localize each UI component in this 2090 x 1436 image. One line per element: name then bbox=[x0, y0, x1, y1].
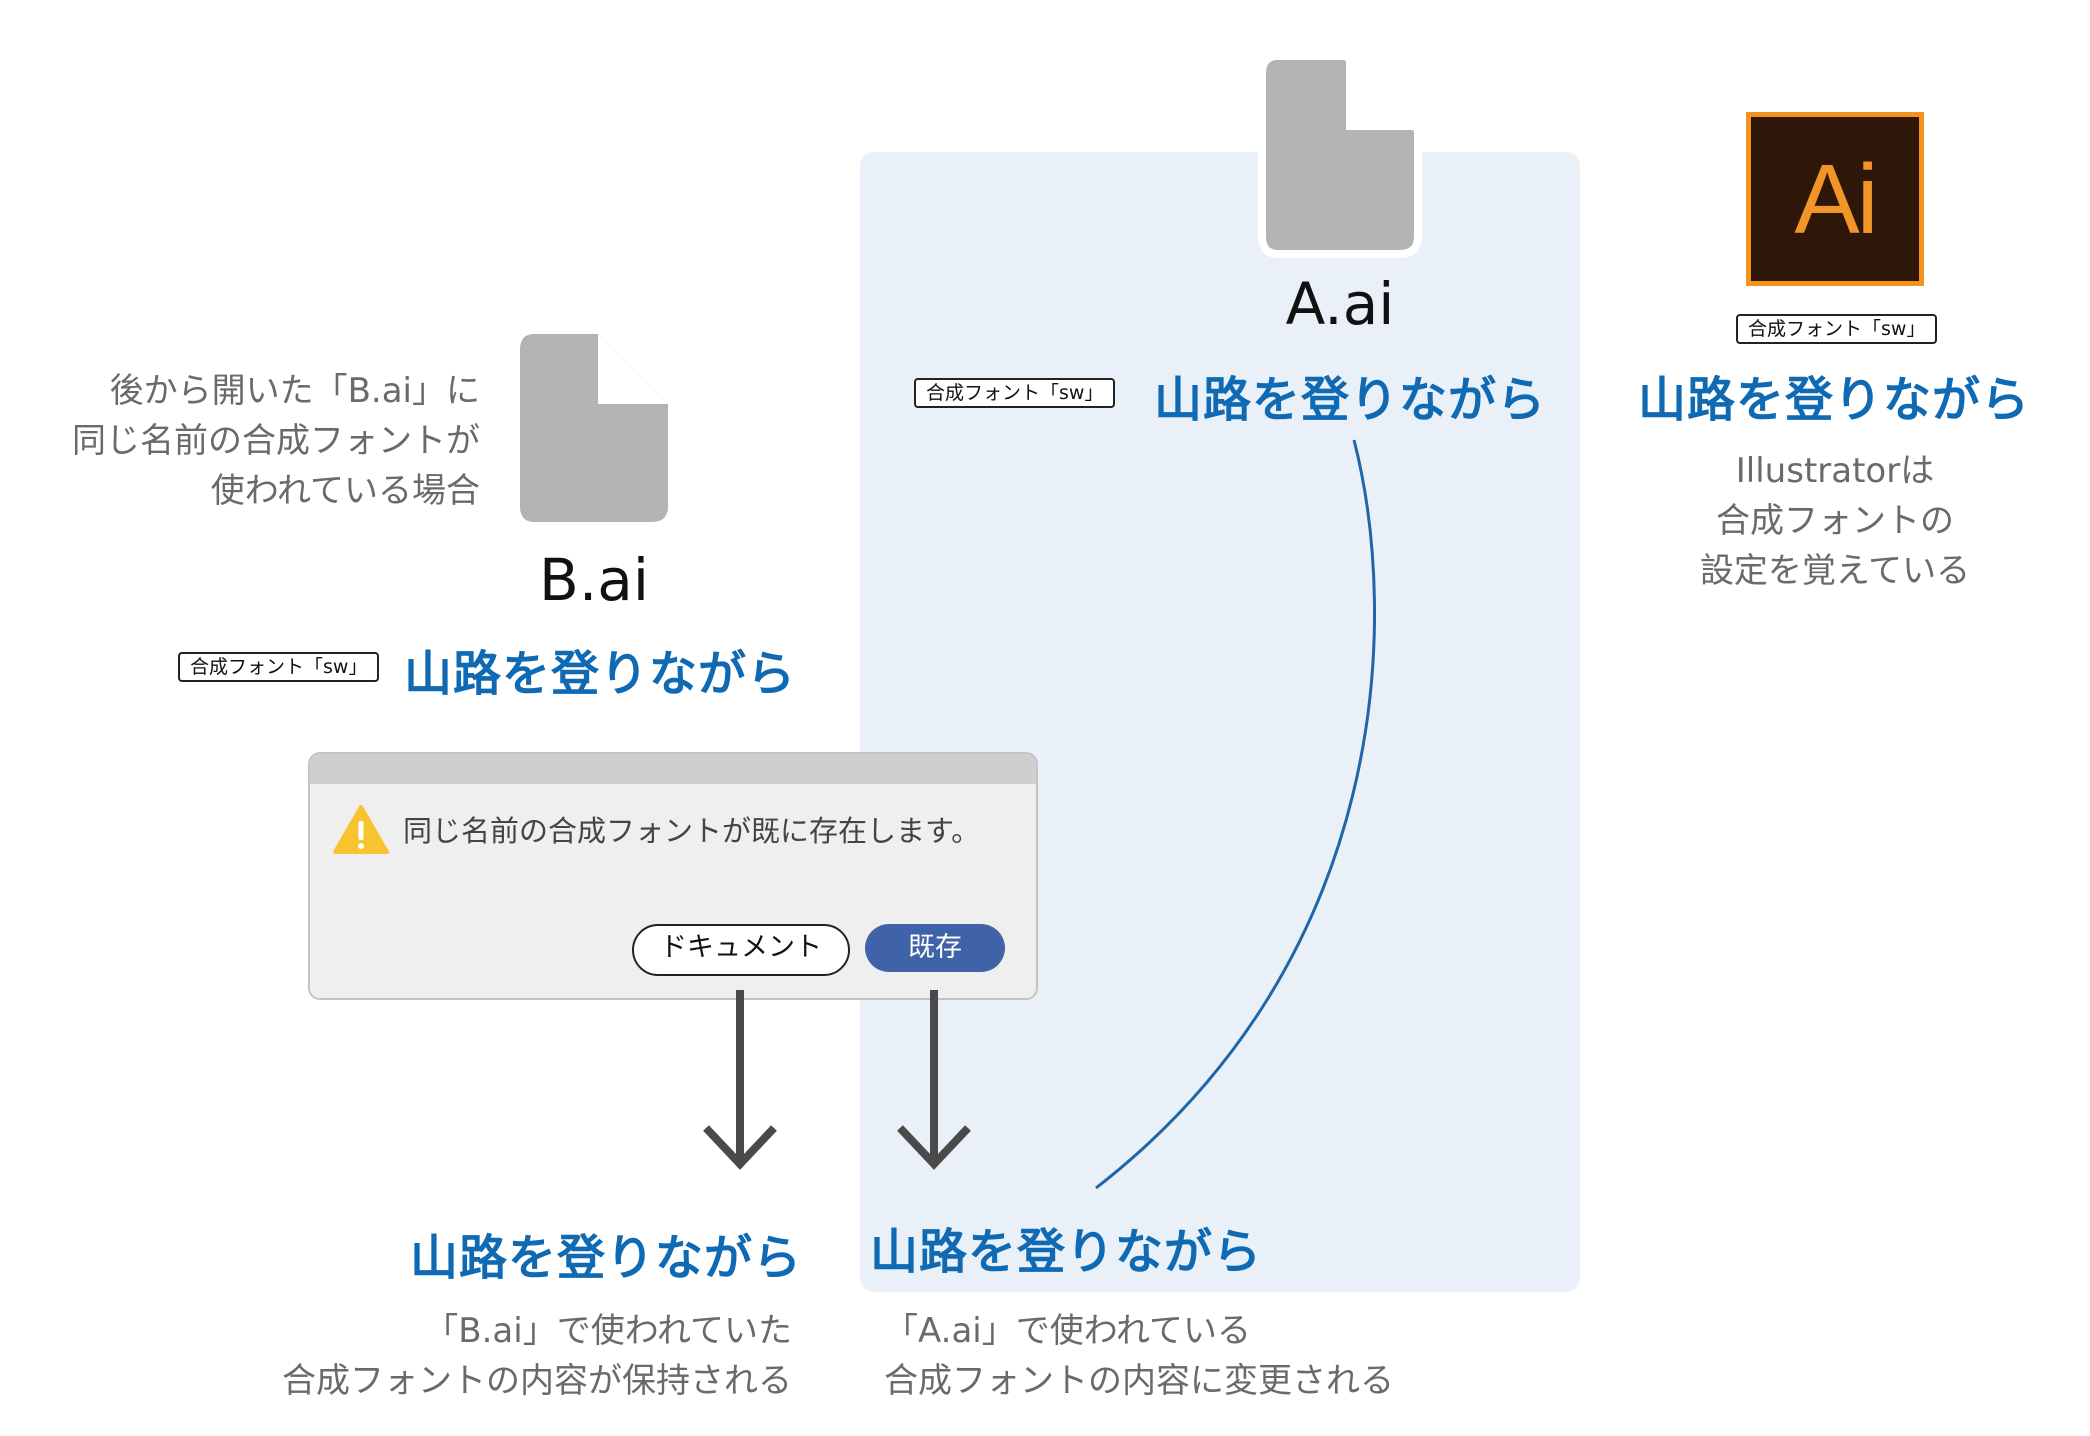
app-note: Illustratorは 合成フォントの 設定を覚えている bbox=[1640, 446, 2030, 596]
app-note-line: 合成フォントの bbox=[1716, 501, 1954, 541]
existing-result-note: 「A.ai」で使われている 合成フォントの内容に変更される bbox=[884, 1306, 1394, 1406]
b-file-note-line: 使われている場合 bbox=[210, 471, 480, 511]
document-result-line: 「B.ai」で使われていた bbox=[424, 1311, 792, 1351]
dialog-title-bar bbox=[310, 754, 1036, 784]
b-file-note-line: 後から開いた「B.ai」に bbox=[109, 371, 480, 411]
existing-button[interactable]: 既存 bbox=[865, 924, 1005, 972]
document-button[interactable]: ドキュメント bbox=[632, 924, 850, 976]
b-file-name: B.ai bbox=[539, 546, 649, 614]
illustrator-logo-text: Ai bbox=[1751, 117, 1919, 281]
app-sample-text: 山路を登りながら bbox=[1638, 372, 2031, 428]
b-file-icon bbox=[520, 334, 668, 522]
a-file-panel bbox=[860, 152, 1580, 1292]
b-composite-font-tag: 合成フォント「sw」 bbox=[178, 652, 380, 682]
app-note-line: Illustratorは bbox=[1735, 451, 1935, 491]
app-composite-font-tag: 合成フォント「sw」 bbox=[1736, 314, 1938, 344]
document-result-note: 「B.ai」で使われていた 合成フォントの内容が保持される bbox=[200, 1306, 792, 1406]
b-file-note: 後から開いた「B.ai」に 同じ名前の合成フォントが 使われている場合 bbox=[40, 366, 480, 516]
a-sample-text: 山路を登りながら bbox=[1154, 372, 1547, 428]
illustrator-logo: Ai bbox=[1746, 112, 1924, 286]
document-arrow-head bbox=[703, 1125, 777, 1170]
a-file-icon bbox=[1258, 52, 1422, 258]
a-composite-font-tag: 合成フォント「sw」 bbox=[914, 378, 1116, 408]
dialog-message: 同じ名前の合成フォントが既に存在します。 bbox=[403, 814, 981, 848]
existing-result-line: 「A.ai」で使われている bbox=[884, 1311, 1252, 1351]
existing-result-sample: 山路を登りながら bbox=[870, 1224, 1263, 1280]
warning-icon bbox=[333, 805, 389, 854]
font-conflict-dialog: 同じ名前の合成フォントが既に存在します。 ドキュメント 既存 bbox=[308, 752, 1038, 1000]
a-file-name: A.ai bbox=[1285, 270, 1395, 338]
b-sample-text: 山路を登りながら bbox=[404, 646, 797, 702]
app-note-line: 設定を覚えている bbox=[1699, 551, 1971, 591]
existing-result-line: 合成フォントの内容に変更される bbox=[884, 1361, 1394, 1401]
document-result-sample: 山路を登りながら bbox=[410, 1230, 803, 1286]
b-file-note-line: 同じ名前の合成フォントが bbox=[72, 421, 480, 461]
document-result-line: 合成フォントの内容が保持される bbox=[282, 1361, 792, 1401]
